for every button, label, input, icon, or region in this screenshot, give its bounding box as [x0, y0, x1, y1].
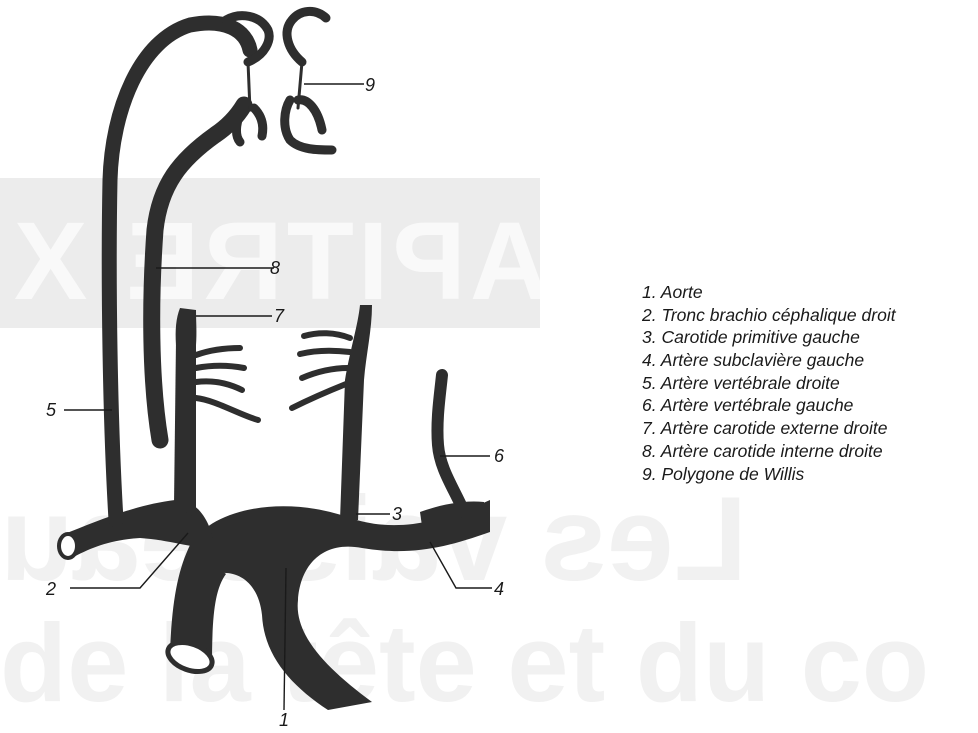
callout-2: 2: [45, 579, 56, 599]
left-carotid-branches: [292, 333, 350, 408]
legend-item: 7. Artère carotide externe droite: [642, 417, 896, 440]
legend-item: 5. Artère vertébrale droite: [642, 372, 896, 395]
right-internal-carotid: [152, 105, 244, 440]
leader-line-4: [430, 542, 492, 588]
right-external-carotid: [176, 308, 197, 345]
left-vertebral: [437, 375, 464, 512]
legend-item: 9. Polygone de Willis: [642, 463, 896, 486]
right-external-branches: [196, 348, 258, 420]
callout-1: 1: [279, 710, 289, 730]
callout-5: 5: [46, 400, 57, 420]
legend-item: 6. Artère vertébrale gauche: [642, 394, 896, 417]
legend-item: 3. Carotide primitive gauche: [642, 326, 896, 349]
legend-item: 1. Aorte: [642, 281, 896, 304]
subclavian-opening: [59, 534, 77, 558]
callout-9: 9: [365, 75, 375, 95]
legend-item: 2. Tronc brachio céphalique droit: [642, 304, 896, 327]
callout-7: 7: [274, 306, 285, 326]
vessels: [59, 11, 490, 710]
legend-item: 4. Artère subclavière gauche: [642, 349, 896, 372]
legend-item: 8. Artère carotide interne droite: [642, 440, 896, 463]
right-common-carotid: [174, 340, 196, 518]
legend: 1. Aorte 2. Tronc brachio céphalique dro…: [642, 281, 896, 485]
callout-3: 3: [392, 504, 402, 524]
callout-6: 6: [494, 446, 505, 466]
callout-8: 8: [270, 258, 280, 278]
callout-4: 4: [494, 579, 504, 599]
